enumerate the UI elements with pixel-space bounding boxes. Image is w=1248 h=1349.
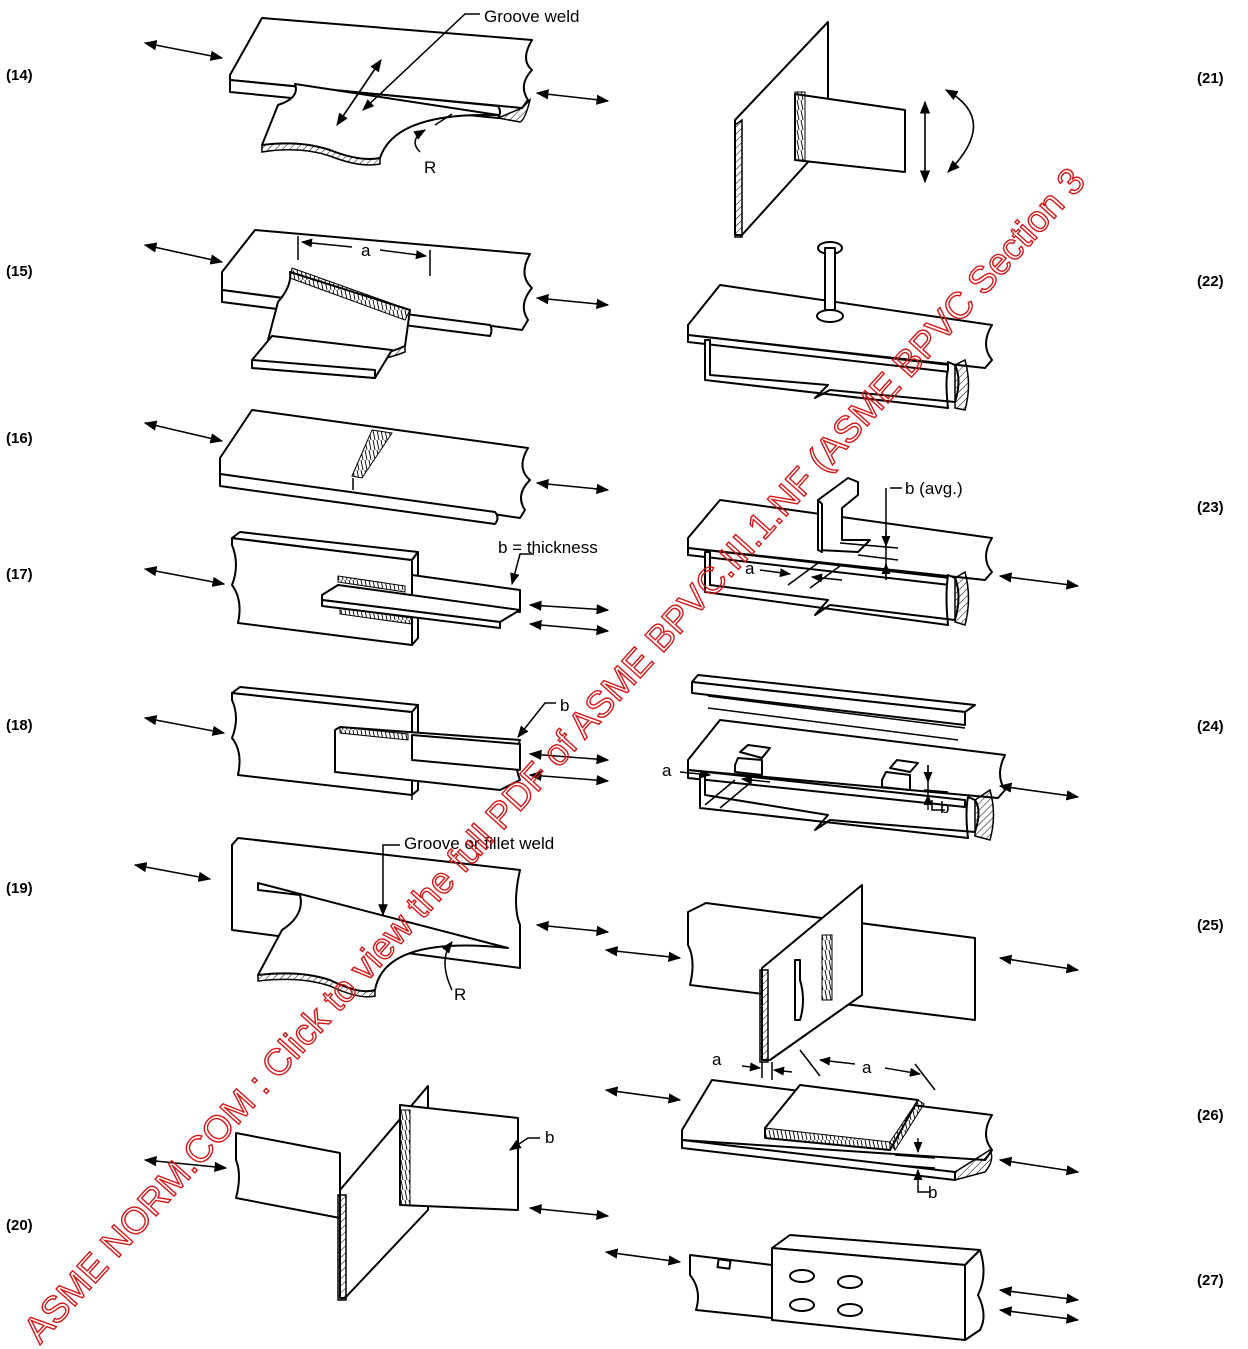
detail-19: Groove or fillet weld R <box>133 834 610 1004</box>
dimension-a-label-24: a <box>662 761 672 780</box>
b-label-24: b <box>940 798 949 817</box>
figure-number-26: (26) <box>1197 1107 1224 1124</box>
figure-number-20: (20) <box>6 1217 33 1234</box>
figure-number-15: (15) <box>6 263 33 280</box>
figure-number-27: (27) <box>1197 1272 1224 1289</box>
slot-hole <box>789 1298 815 1312</box>
figure-number-22: (22) <box>1197 273 1224 290</box>
figure-number-18: (18) <box>6 717 33 734</box>
dimension-a-label-26b: a <box>862 1058 872 1077</box>
slot-hole <box>837 1303 863 1317</box>
groove-or-fillet-weld-label: Groove or fillet weld <box>404 834 554 853</box>
detail-21 <box>734 21 975 238</box>
slot-hole <box>837 1275 863 1289</box>
load-arrow-diagonal <box>336 58 382 127</box>
figure-number-19: (19) <box>6 880 33 897</box>
detail-17: b = thickness <box>143 531 610 646</box>
slot-hole <box>789 1269 815 1283</box>
figure-number-25: (25) <box>1197 917 1224 934</box>
figure-number-24: (24) <box>1197 718 1224 735</box>
detail-26: a a b <box>604 1049 1080 1202</box>
load-arrow-right <box>535 89 610 105</box>
load-arrow-left <box>143 40 224 61</box>
gap-marker <box>716 1258 732 1270</box>
b-label-26: b <box>928 1183 937 1202</box>
figure-number-21: (21) <box>1197 70 1224 87</box>
detail-16 <box>143 409 610 525</box>
b-label-20: b <box>545 1128 554 1147</box>
groove-weld-label: Groove weld <box>484 7 579 26</box>
dimension-a-label-26a: a <box>712 1050 722 1069</box>
detail-23: b (avg.) a <box>687 477 1080 626</box>
dimension-a-label-23: a <box>745 559 755 578</box>
figure-numbers: (14) (15) (16) (17) (18) (19) (20) (21) … <box>6 67 1224 1289</box>
figure-number-17: (17) <box>6 566 33 583</box>
figure-number-16: (16) <box>6 430 33 447</box>
detail-14: Groove weld R <box>143 7 610 177</box>
detail-18: b <box>143 686 610 800</box>
b-thickness-label: b = thickness <box>498 538 598 557</box>
b-label-18: b <box>560 696 569 715</box>
radius-label: R <box>424 158 436 177</box>
dimension-a-label: a <box>361 241 371 260</box>
figure-number-14: (14) <box>6 67 33 84</box>
figure-number-23: (23) <box>1197 499 1224 516</box>
detail-15: a <box>143 229 610 379</box>
radius-label-19: R <box>454 985 466 1004</box>
b-avg-label: b (avg.) <box>905 479 963 498</box>
detail-27 <box>604 1234 1080 1341</box>
detail-25 <box>604 884 1080 1063</box>
detail-20: b <box>143 1085 610 1301</box>
detail-22 <box>687 241 993 411</box>
detail-24: b a <box>662 674 1080 841</box>
